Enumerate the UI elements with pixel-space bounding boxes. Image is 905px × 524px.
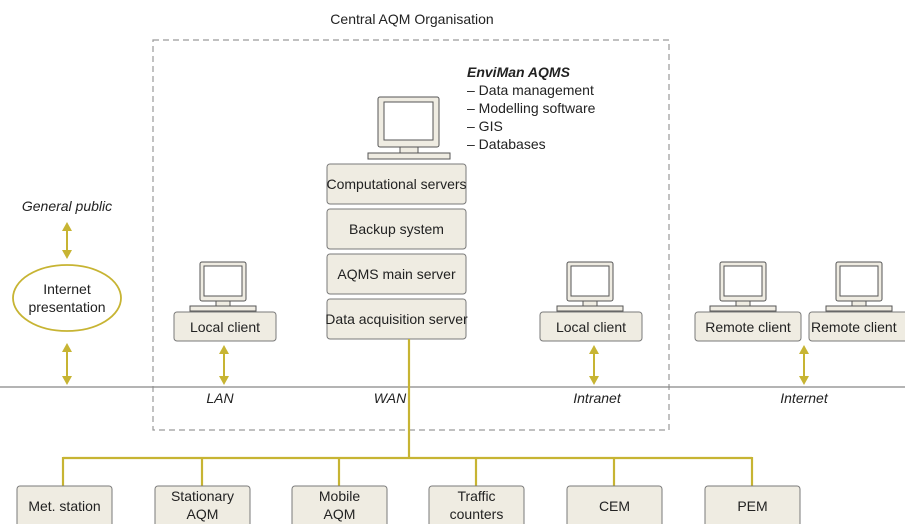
station-stationary-aqm-line-2: AQM xyxy=(187,506,219,522)
station-cem-label: CEM xyxy=(599,498,630,514)
station-pem-label: PEM xyxy=(737,498,767,514)
arrow-local-client-lan xyxy=(219,345,229,385)
aqms-name: EnviMan AQMS xyxy=(467,64,571,80)
server-monitor-icon xyxy=(367,96,451,160)
aqms-item-databases: – Databases xyxy=(467,136,546,152)
remote-client-2: Remote client xyxy=(808,311,905,342)
station-stationary-aqm-line-1: Stationary xyxy=(171,488,234,504)
server-computational: Computational servers xyxy=(326,163,467,205)
network-label-wan: WAN xyxy=(374,390,407,406)
diagram-title: Central AQM Organisation xyxy=(330,11,493,27)
remote-client-2-label: Remote client xyxy=(811,319,897,335)
aqms-item-gis: – GIS xyxy=(467,118,503,134)
internet-presentation-line-1: Internet xyxy=(43,281,91,297)
internet-presentation: Internet presentation xyxy=(12,264,122,332)
station-met-label: Met. station xyxy=(28,498,100,514)
local-client-lan-monitor-icon xyxy=(189,261,257,312)
local-client-lan-label: Local client xyxy=(190,319,260,335)
station-mobile-aqm: Mobile AQM xyxy=(291,485,388,524)
arrow-local-client-intranet xyxy=(589,345,599,385)
server-backup: Backup system xyxy=(326,208,467,250)
arrow-public-to-presentation xyxy=(62,222,72,259)
remote-client-2-monitor-icon xyxy=(825,261,893,312)
acquisition-wiring xyxy=(61,339,754,486)
network-label-internet: Internet xyxy=(780,390,829,406)
local-client-intranet-label: Local client xyxy=(556,319,626,335)
aqms-item-data-management: – Data management xyxy=(467,82,594,98)
station-traffic-counters: Traffic counters xyxy=(428,485,525,524)
remote-client-1: Remote client xyxy=(694,311,802,342)
server-backup-label: Backup system xyxy=(349,221,444,237)
station-traffic-counters-line-1: Traffic xyxy=(457,488,495,504)
station-mobile-aqm-line-1: Mobile xyxy=(319,488,360,504)
aqms-item-modelling-software: – Modelling software xyxy=(467,100,596,116)
local-client-lan: Local client xyxy=(173,311,277,342)
local-client-intranet: Local client xyxy=(539,311,643,342)
station-pem: PEM xyxy=(704,485,801,524)
network-label-intranet: Intranet xyxy=(573,390,622,406)
internet-presentation-line-2: presentation xyxy=(28,299,105,315)
server-data-acquisition: Data acquisition server xyxy=(325,298,468,340)
remote-client-1-monitor-icon xyxy=(709,261,777,312)
server-main-label: AQMS main server xyxy=(337,266,456,282)
remote-client-1-label: Remote client xyxy=(705,319,791,335)
station-met: Met. station xyxy=(16,485,113,524)
station-traffic-counters-line-2: counters xyxy=(450,506,504,522)
arrow-remote-clients xyxy=(799,345,809,385)
server-data-acquisition-label: Data acquisition server xyxy=(325,311,468,327)
central-organisation-boundary xyxy=(152,39,670,431)
station-stationary-aqm: Stationary AQM xyxy=(154,485,251,524)
network-label-lan: LAN xyxy=(206,390,234,406)
arrow-presentation-to-network xyxy=(62,343,72,385)
station-cem: CEM xyxy=(566,485,663,524)
server-computational-label: Computational servers xyxy=(326,176,466,192)
general-public-label: General public xyxy=(22,198,112,214)
server-main: AQMS main server xyxy=(326,253,467,295)
station-mobile-aqm-line-2: AQM xyxy=(324,506,356,522)
local-client-intranet-monitor-icon xyxy=(556,261,624,312)
